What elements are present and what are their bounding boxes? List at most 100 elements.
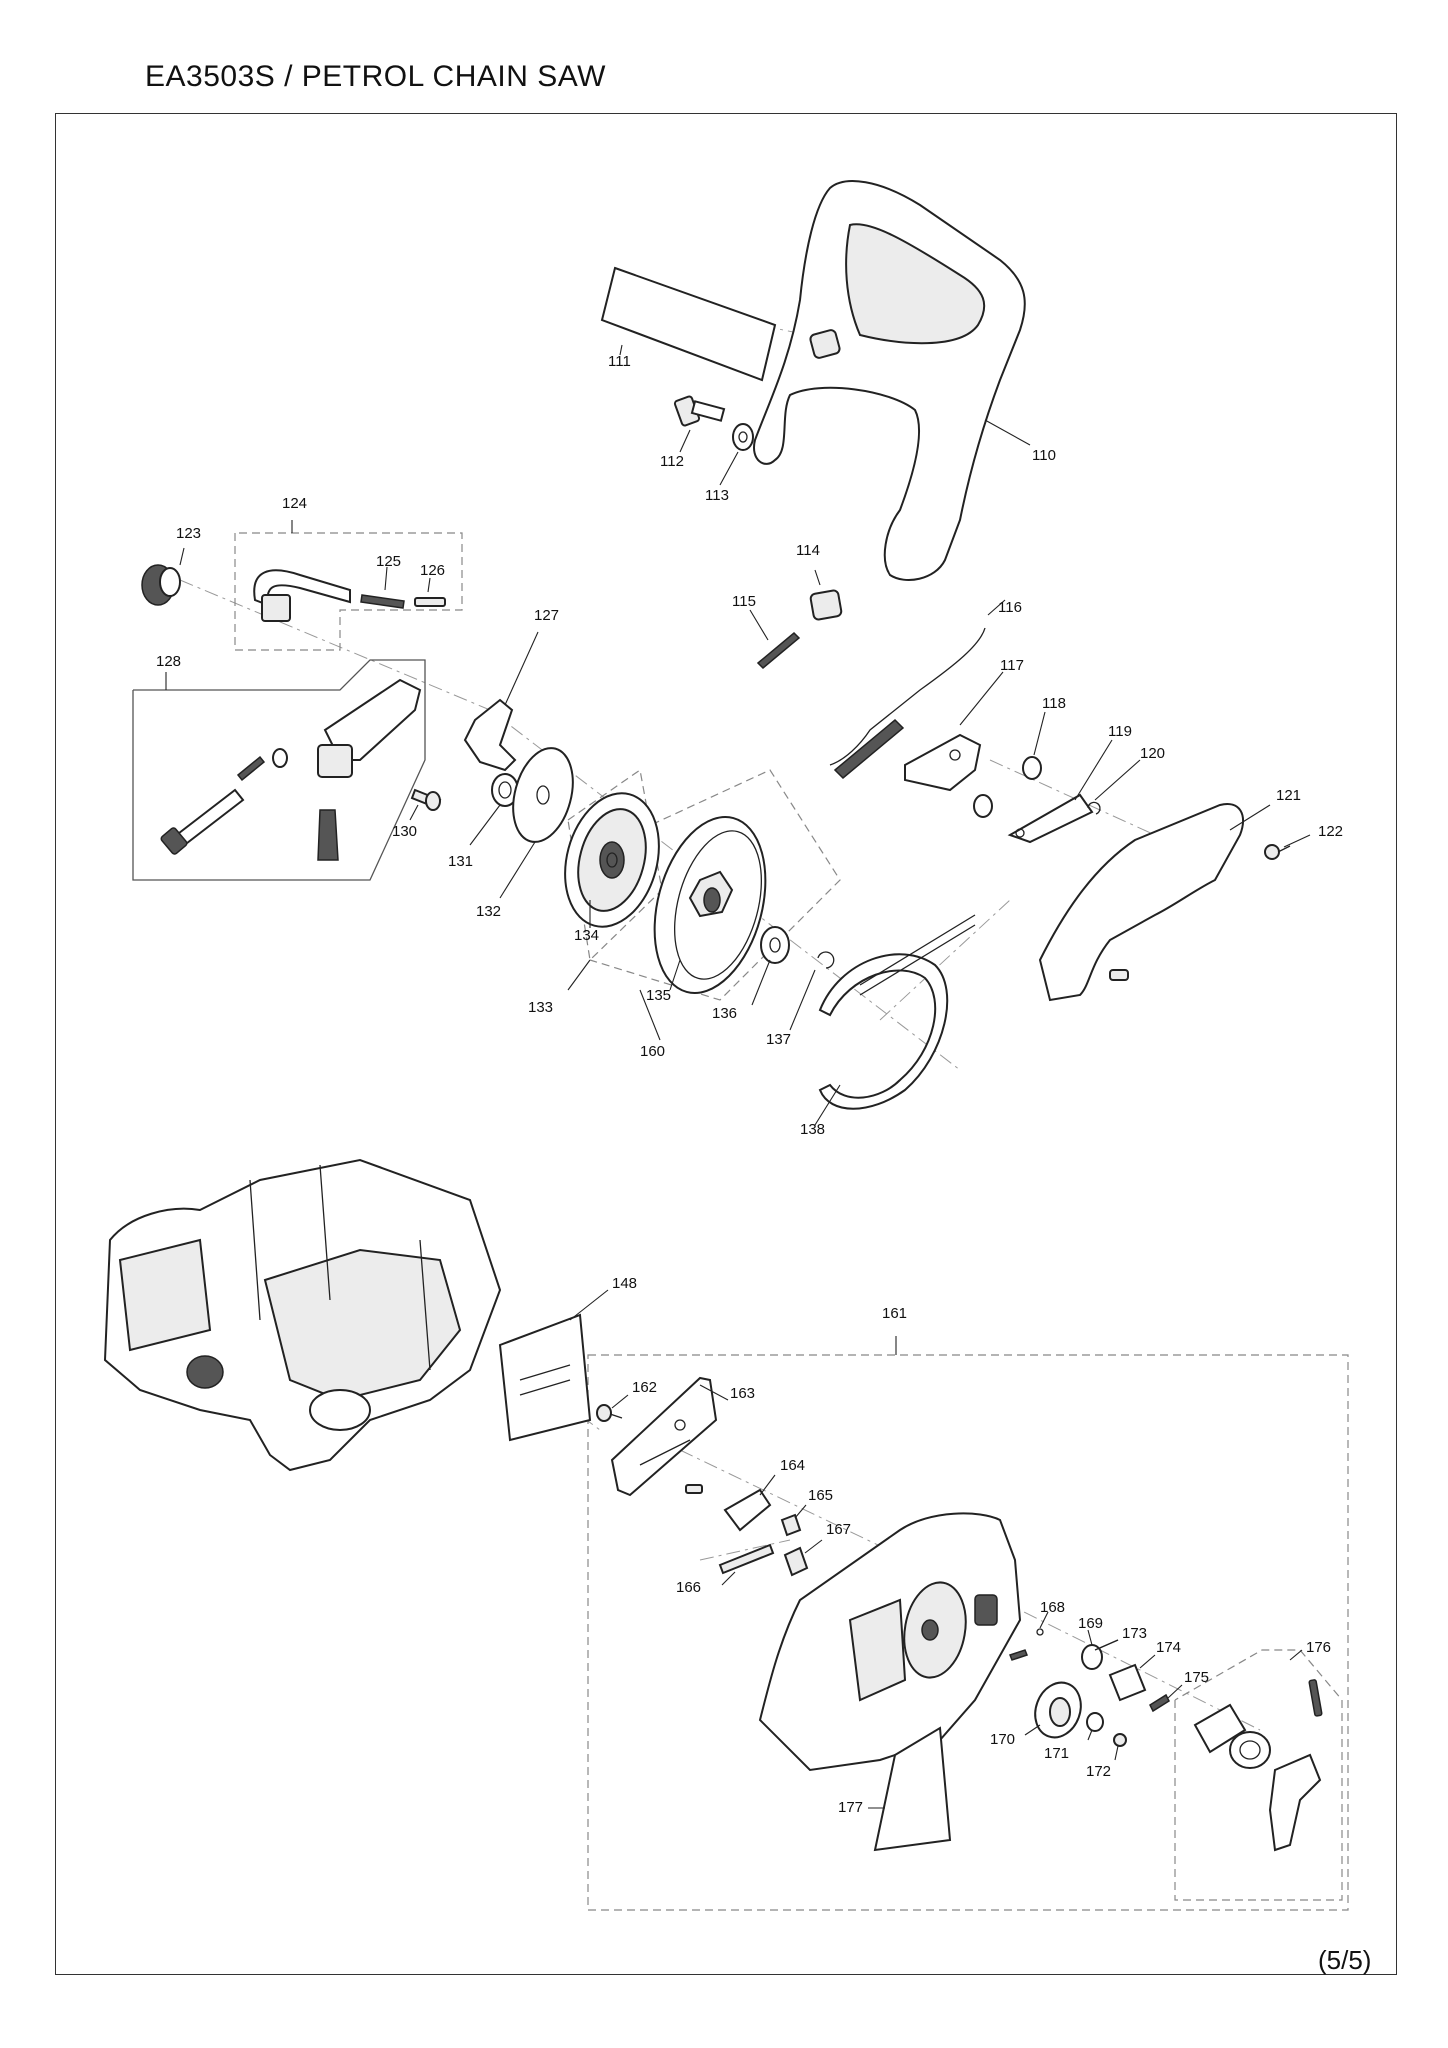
label-130: 130 xyxy=(392,823,417,840)
label-117: 117 xyxy=(1000,657,1024,674)
bolt-small-2 xyxy=(685,1484,703,1494)
diagram-frame xyxy=(55,113,1397,1975)
label-121: 121 xyxy=(1276,787,1301,804)
rubber-114-part xyxy=(809,589,843,621)
label-128: 128 xyxy=(156,653,181,670)
label-134: 134 xyxy=(574,927,599,944)
label-123: 123 xyxy=(176,525,201,542)
pin-126 xyxy=(414,577,446,607)
label-175: 175 xyxy=(1184,1669,1209,1686)
label-125: 125 xyxy=(376,553,401,570)
knob-170 xyxy=(1024,1681,1082,1739)
label-167: 167 xyxy=(826,1521,851,1538)
assembly-axis-lines xyxy=(179,319,1261,1731)
label-174: 174 xyxy=(1156,1639,1181,1656)
label-112: 112 xyxy=(660,453,684,470)
label-165: 165 xyxy=(808,1487,833,1504)
washer-113 xyxy=(719,423,754,486)
nut-173 xyxy=(1094,1639,1119,1651)
brake-band-138 xyxy=(814,914,976,1126)
label-171: 171 xyxy=(1044,1745,1069,1762)
group-box-128 xyxy=(132,659,426,881)
oil-hose-124 xyxy=(253,569,351,622)
chain-brake-cover-121 xyxy=(1038,803,1271,1002)
screw-162 xyxy=(596,1394,629,1422)
disc-132 xyxy=(499,747,574,899)
label-163: 163 xyxy=(730,1385,755,1402)
warning-label-111 xyxy=(600,266,777,382)
label-177: 177 xyxy=(838,1799,863,1816)
oil-pump-worm-123 xyxy=(141,547,185,606)
brake-spring-116 xyxy=(829,599,1006,780)
page-title: EA3503S / PETROL CHAIN SAW xyxy=(145,60,606,93)
clutch-drum-135 xyxy=(653,816,767,994)
label-114: 114 xyxy=(796,542,820,559)
washer-136 xyxy=(751,926,790,1006)
label-164: 164 xyxy=(780,1457,805,1474)
label-138: 138 xyxy=(800,1121,825,1138)
label-172: 172 xyxy=(1086,1763,1111,1780)
label-126: 126 xyxy=(420,562,445,579)
part-number-labels: 110 111 112 113 114 115 116 117 118 119 … xyxy=(156,353,1343,1816)
washer-169 xyxy=(1081,1629,1103,1670)
label-115: 115 xyxy=(732,593,756,610)
screw-172 xyxy=(1113,1733,1127,1761)
crankcase-assembly xyxy=(103,1158,502,1472)
label-122: 122 xyxy=(1318,823,1343,840)
label-118: 118 xyxy=(1042,695,1066,712)
spring-125 xyxy=(360,566,405,609)
label-166: 166 xyxy=(676,1579,701,1596)
label-161: 161 xyxy=(882,1305,907,1322)
label-148: 148 xyxy=(612,1275,637,1292)
label-111: 111 xyxy=(608,353,631,370)
guide-plate-127 xyxy=(463,631,539,772)
label-169: 169 xyxy=(1078,1615,1103,1632)
label-127: 127 xyxy=(534,607,559,624)
screw-130 xyxy=(409,788,442,821)
tensioner-176 xyxy=(1193,1679,1323,1852)
washer-118 xyxy=(1022,711,1046,780)
nut-167 xyxy=(783,1539,823,1577)
group-box-176 xyxy=(1174,1649,1343,1901)
plate-163 xyxy=(610,1376,729,1497)
plate-119 xyxy=(1007,739,1113,844)
cover-177 xyxy=(868,1726,952,1852)
label-176: 176 xyxy=(1306,1639,1331,1656)
group-box-124 xyxy=(234,520,463,651)
spring-168 xyxy=(1009,1611,1049,1661)
page-number: (5/5) xyxy=(1318,1945,1372,1975)
spring-175 xyxy=(1149,1684,1183,1713)
label-113: 113 xyxy=(705,487,729,504)
oil-pump-128 xyxy=(160,678,422,861)
guide-plate-148 xyxy=(498,1289,609,1442)
label-162: 162 xyxy=(632,1379,657,1396)
spring-115 xyxy=(749,609,801,670)
bolt-112 xyxy=(673,395,726,453)
label-120: 120 xyxy=(1140,745,1165,762)
plate-164 xyxy=(723,1474,776,1532)
label-160: 160 xyxy=(640,1043,665,1060)
screw-122 xyxy=(1264,834,1311,860)
rubber-114 xyxy=(809,329,841,586)
nut-171 xyxy=(1086,1712,1104,1741)
bushing xyxy=(973,794,993,818)
label-135: 135 xyxy=(646,987,671,1004)
sprocket-guard xyxy=(758,1512,1022,1772)
brake-lever-117 xyxy=(904,671,1004,792)
front-handle-110 xyxy=(753,180,1031,581)
label-173: 173 xyxy=(1122,1625,1147,1642)
label-136: 136 xyxy=(712,1005,737,1022)
clutch-134 xyxy=(564,792,660,928)
group-box-161 xyxy=(587,1336,1349,1911)
clip-120 xyxy=(1087,759,1141,815)
nut-165 xyxy=(780,1504,807,1537)
label-131: 131 xyxy=(448,853,473,870)
clip-137 xyxy=(789,951,835,1031)
label-132: 132 xyxy=(476,903,501,920)
label-116: 116 xyxy=(998,599,1022,616)
label-170: 170 xyxy=(990,1731,1015,1748)
label-137: 137 xyxy=(766,1031,791,1048)
label-124: 124 xyxy=(282,495,307,512)
label-168: 168 xyxy=(1040,1599,1065,1616)
bolt-small xyxy=(1109,969,1129,981)
